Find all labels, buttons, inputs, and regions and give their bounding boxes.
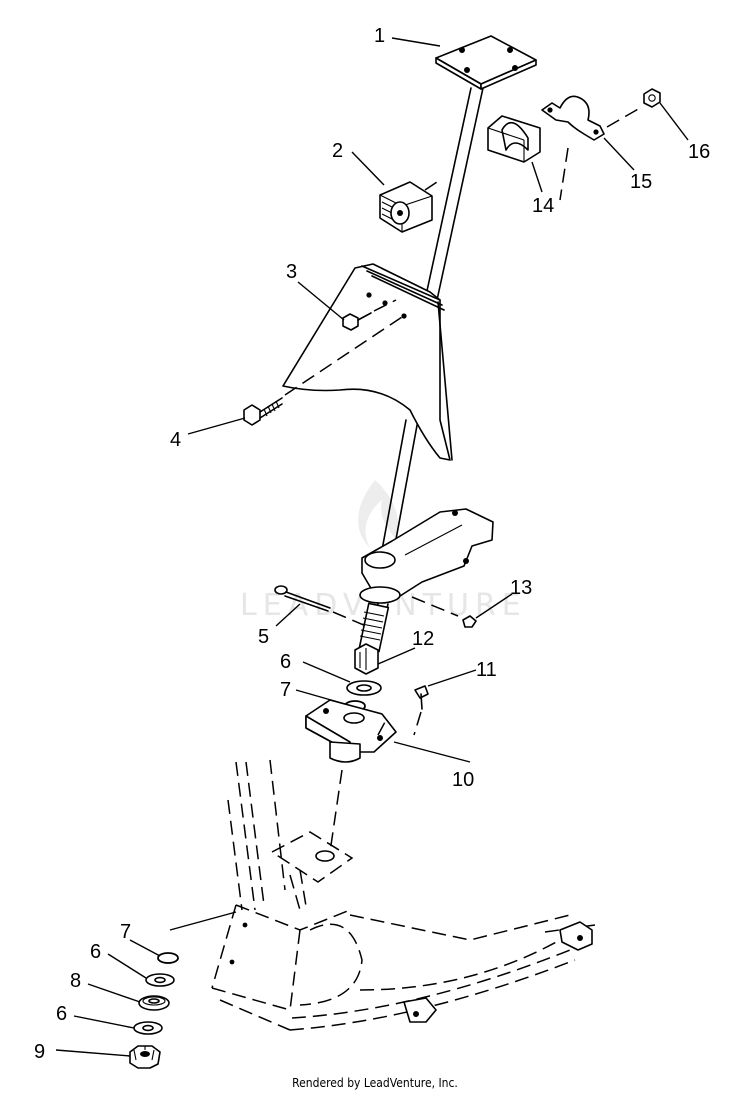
callout-7b: 7: [120, 921, 131, 943]
callout-7a: 7: [280, 679, 291, 701]
watermark-logo: [358, 480, 399, 548]
credit-footer: Rendered by LeadVenture, Inc.: [292, 1076, 458, 1090]
part-6-washer-upper: [346, 680, 382, 696]
part-12-universal-joint: [354, 602, 390, 675]
callout-10: 10: [452, 769, 474, 791]
frame-body: [211, 759, 596, 1031]
part-9-castle-nut: [129, 1045, 161, 1069]
callout-15: 15: [630, 171, 652, 193]
part-10-pivot-block: [305, 699, 397, 763]
part-16-nut: [643, 88, 661, 108]
part-2-bushing-block: [379, 181, 438, 233]
part-6-washer-middle: [145, 973, 175, 987]
lower-bracket: [359, 508, 494, 604]
callout-8: 8: [70, 970, 81, 992]
part-4-bolt: [243, 316, 403, 426]
part-13-screw: [411, 596, 477, 628]
callout-6c: 6: [56, 1003, 67, 1025]
part-14-clamp-half: [487, 115, 541, 163]
dash-panel: [282, 263, 453, 461]
callout-12: 12: [412, 628, 434, 650]
part-5-cotter-pin: [274, 585, 367, 627]
part-1-steering-plate: [435, 35, 537, 90]
callout-13: 13: [510, 577, 532, 599]
part-3-bolt: [342, 299, 397, 331]
callout-9: 9: [34, 1041, 45, 1063]
part-11-bolt: [413, 685, 429, 736]
leader-lines: [55, 37, 689, 1057]
callout-1: 1: [374, 25, 385, 47]
callout-11: 11: [476, 659, 497, 681]
callout-4: 4: [170, 429, 181, 451]
part-6-washer-lower: [133, 1021, 163, 1035]
callout-5: 5: [258, 626, 269, 648]
callout-2: 2: [332, 140, 343, 162]
callout-labels: 1 2 3 4 5 6 6 6 7 7 8 9 10 11 12 13 14 1…: [34, 25, 710, 1063]
part-15-clamp-strap: [541, 95, 641, 201]
callout-16: 16: [688, 141, 710, 163]
part-7-ring-lower: [157, 952, 179, 964]
part-8-lock-washer: [138, 995, 170, 1011]
callout-14: 14: [532, 195, 554, 217]
callout-6b: 6: [90, 941, 101, 963]
callout-3: 3: [286, 261, 297, 283]
callout-6a: 6: [280, 651, 291, 673]
